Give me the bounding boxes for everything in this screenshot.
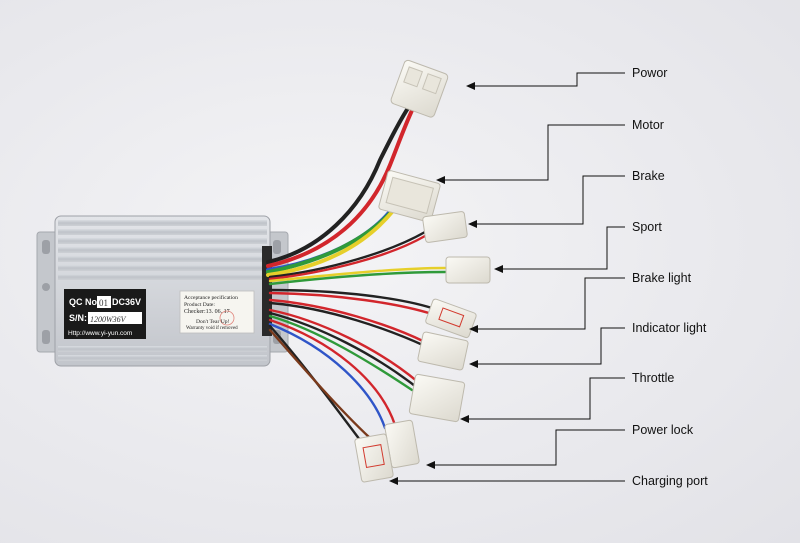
label-indicator-light: Indicator light <box>632 321 707 335</box>
charging-port-connector <box>354 433 394 483</box>
label-power-lock: Power lock <box>632 423 694 437</box>
product-date: Product Date: <box>184 302 215 308</box>
sn-prefix: S/N: <box>69 313 87 323</box>
qc-prefix: QC No: <box>69 297 100 307</box>
sport-connector <box>445 256 491 284</box>
checker-text: Checker:13. 06. 17 <box>184 309 230 315</box>
label-powor: Powor <box>632 66 668 80</box>
motor-connector <box>378 170 441 223</box>
heat-sink-fins <box>58 220 267 361</box>
label-brake-light: Brake light <box>632 271 692 285</box>
indicator-connector <box>417 331 469 371</box>
voltage-text: DC36V <box>112 297 141 307</box>
connectors <box>354 59 491 483</box>
power-connector <box>390 59 449 118</box>
label-charging-port: Charging port <box>632 474 708 488</box>
warning-line-1: Don't Tear Up! <box>196 319 230 325</box>
leader-lines <box>397 72 625 482</box>
wire-harness <box>266 103 447 442</box>
label-throttle: Throttle <box>632 371 675 385</box>
qc-number: 01 <box>99 298 108 308</box>
throttle-connector <box>408 373 466 423</box>
label-motor: Motor <box>632 118 664 132</box>
warning-line-2: Warranty void if removed <box>186 326 238 331</box>
acceptance-title: Acceptance pecification <box>184 294 238 301</box>
qc-label: QC No: 01 DC36V S/N: 1200W36V Http://www… <box>64 289 146 339</box>
label-sport: Sport <box>632 220 662 234</box>
brake-connector <box>422 211 468 243</box>
label-brake: Brake <box>632 169 665 183</box>
brake-light-connector <box>425 298 477 339</box>
acceptance-label: Acceptance pecification Product Date: Ch… <box>179 290 255 334</box>
website-text: Http://www.yi-yun.com <box>68 330 132 337</box>
arrowheads <box>389 82 503 485</box>
sn-number: 1200W36V <box>90 315 127 324</box>
